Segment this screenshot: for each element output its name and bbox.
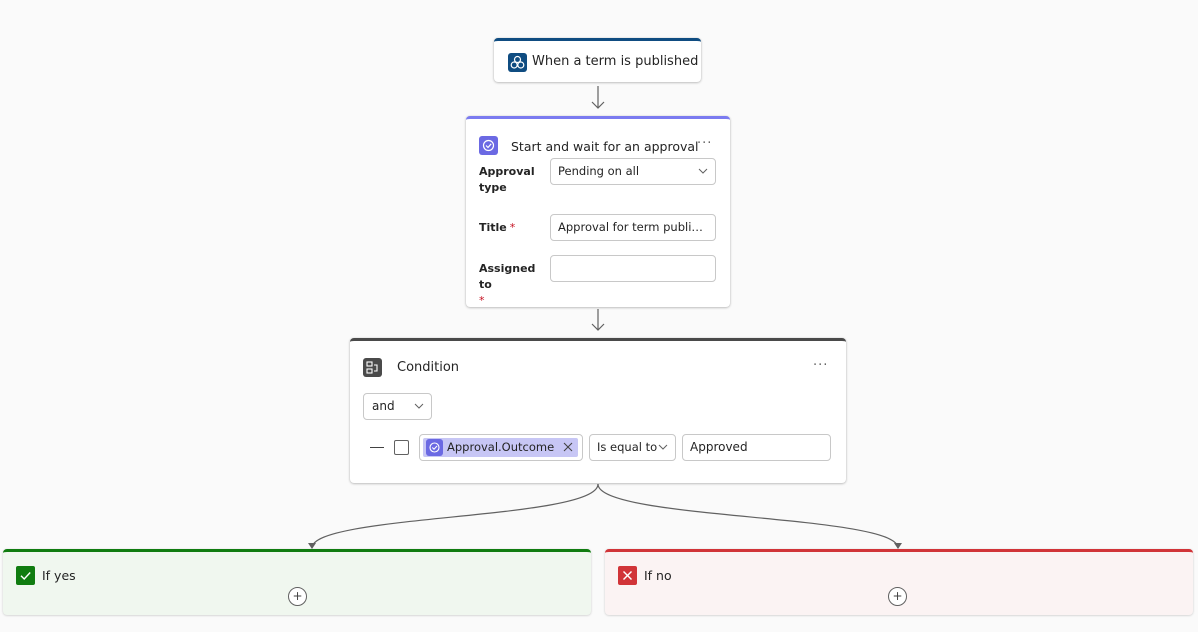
approval-icon: [479, 136, 498, 155]
required-mark: *: [509, 221, 516, 234]
title-label-text: Title: [479, 221, 507, 234]
connector-arrowhead-2: [591, 323, 605, 331]
approval-type-label: Approval type: [479, 165, 535, 194]
if-no-label: If no: [644, 568, 672, 583]
title-field-label: Title*: [479, 220, 515, 236]
operator-select[interactable]: Is equal to: [589, 434, 676, 461]
connector-yes-branch: [311, 483, 599, 549]
group-operator-select[interactable]: and: [363, 393, 432, 420]
chevron-down-icon: [658, 444, 668, 450]
add-action-button[interactable]: +: [888, 587, 907, 606]
checkmark-icon: [16, 566, 35, 585]
chevron-down-icon: [414, 403, 424, 409]
required-mark: *: [479, 294, 485, 307]
title-input[interactable]: Approval for term publish r...: [550, 214, 716, 241]
more-options-button[interactable]: ···: [813, 358, 829, 373]
condition-icon: [363, 358, 382, 377]
group-operator-value: and: [372, 399, 395, 413]
close-icon: [618, 566, 637, 585]
operand-token-label: Approval.Outcome: [447, 440, 555, 454]
operand-token[interactable]: Approval.Outcome: [423, 438, 578, 457]
assigned-to-field-label: Assigned to *: [479, 261, 549, 309]
title-input-value: Approval for term publish r...: [558, 220, 716, 234]
if-no-branch[interactable]: If no +: [605, 549, 1193, 615]
if-yes-branch[interactable]: If yes +: [3, 549, 591, 615]
rule-collapse-dash[interactable]: [370, 447, 384, 448]
rule-checkbox[interactable]: [394, 440, 409, 455]
if-yes-label: If yes: [42, 568, 76, 583]
operator-value: Is equal to: [597, 440, 658, 454]
comparison-value-input[interactable]: Approved: [682, 434, 831, 461]
approval-type-value: Pending on all: [558, 164, 640, 178]
comparison-value: Approved: [690, 440, 748, 454]
condition-title: Condition: [397, 360, 460, 375]
connector-no-branch: [597, 483, 899, 549]
trigger-title: When a term is published: [532, 54, 699, 69]
close-icon[interactable]: [563, 442, 573, 452]
chevron-down-icon: [698, 168, 708, 174]
approval-type-select[interactable]: Pending on all: [550, 158, 716, 185]
approval-icon: [426, 439, 443, 456]
approval-action-card[interactable]: Start and wait for an approval ··· Appro…: [466, 116, 730, 307]
add-action-button[interactable]: +: [288, 587, 307, 606]
trigger-card[interactable]: When a term is published: [494, 38, 701, 82]
condition-card[interactable]: Condition ··· and Approval.Outcome: [350, 338, 846, 483]
hierarchy-network-icon: [508, 53, 527, 72]
assigned-to-input[interactable]: [550, 255, 716, 282]
connector-arrowhead-1: [591, 101, 605, 109]
more-options-button[interactable]: ···: [697, 136, 713, 151]
operand-input[interactable]: Approval.Outcome: [419, 434, 583, 461]
approval-title: Start and wait for an approval: [511, 139, 699, 154]
assigned-to-label-text: Assigned to: [479, 262, 536, 291]
